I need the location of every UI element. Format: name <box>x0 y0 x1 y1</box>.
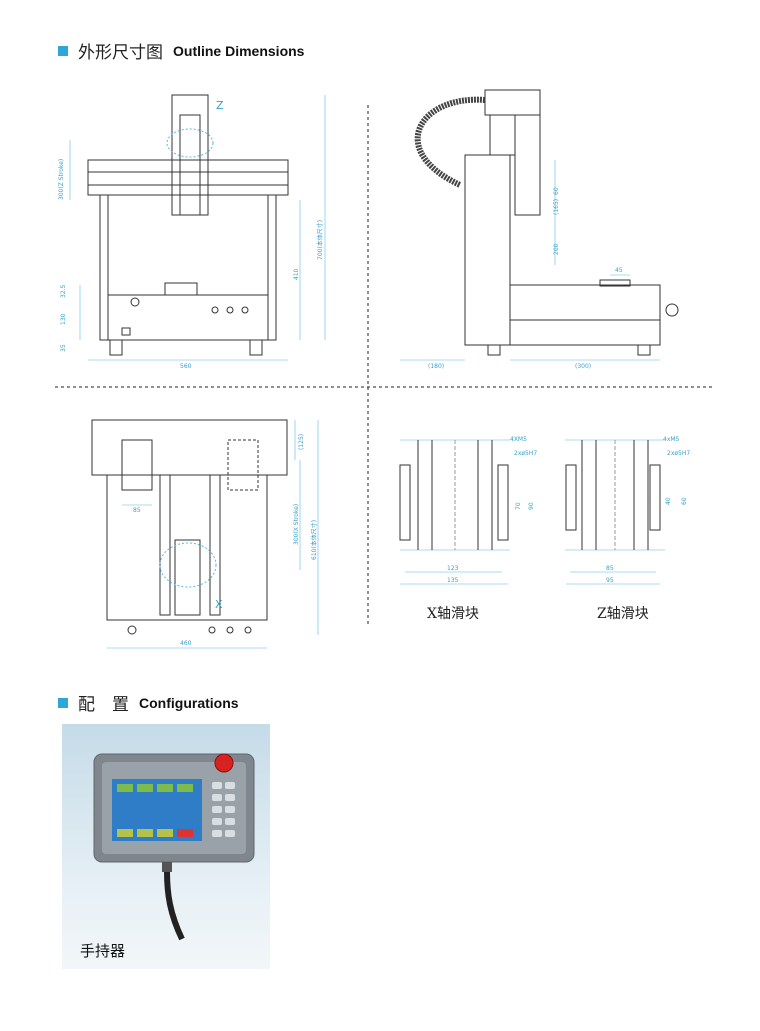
side-dim-60: 60 <box>553 187 560 195</box>
z-axis-label: Z <box>216 99 224 112</box>
x-slider-dim-4xm5: 4XM5 <box>510 436 527 443</box>
cable-chain <box>414 96 486 188</box>
z-slider-dim-40: 40 <box>665 497 672 505</box>
x-slider-dim-135: 135 <box>447 577 459 584</box>
side-view: 60 (165) 200 45 (180) (300) <box>400 89 679 370</box>
x-slider-caption: X轴滑块 <box>427 606 479 622</box>
x-slider-drawing: 4XM5 2xø5H7 70 90 123 135 <box>399 436 537 585</box>
side-dim-165: (165) <box>553 199 560 215</box>
top-view: X (125) 300(X Stroke) 610(本体尺寸) 85 460 <box>91 419 319 649</box>
z-slider-drawing: 4xM5 2xø5H7 40 60 85 95 <box>565 436 690 585</box>
pendant-label: 手持器 <box>80 942 126 960</box>
x-slider-dim-pin: 2xø5H7 <box>514 450 537 457</box>
top-dim-460: 460 <box>180 640 192 647</box>
front-dim-410: 410 <box>293 268 300 280</box>
pendant-photo: 手持器 <box>62 724 270 969</box>
side-dim-45: 45 <box>615 267 623 274</box>
z-slider-dim-pin: 2xø5H7 <box>667 450 690 457</box>
front-dim-z-stroke: 300(Z Stroke) <box>58 159 65 200</box>
z-slider-dim-4xm5: 4xM5 <box>663 436 680 443</box>
front-dim-560: 560 <box>180 363 192 370</box>
teach-pendant-image <box>93 753 255 941</box>
config-title-cn: 配 置 <box>78 695 129 715</box>
side-dim-180: (180) <box>428 363 444 370</box>
top-dim-x-stroke: 300(X Stroke) <box>293 504 300 545</box>
x-slider-dim-70: 70 <box>515 502 522 510</box>
side-dim-300: (300) <box>575 363 591 370</box>
outline-title-en: Outline Dimensions <box>173 42 305 59</box>
side-dim-200: 200 <box>553 243 560 255</box>
front-dim-32-5: 32.5 <box>60 284 67 298</box>
z-slider-caption: Z轴滑块 <box>597 606 649 622</box>
section-config-title: 配 置 Configurations <box>58 690 239 715</box>
x-slider-dim-90: 90 <box>528 502 535 510</box>
x-axis-label: X <box>215 598 223 611</box>
z-slider-dim-60: 60 <box>681 497 688 505</box>
top-dim-body: 610(本体尺寸) <box>310 520 318 560</box>
front-dim-body: 700(本体尺寸) <box>316 220 324 260</box>
emergency-stop-icon <box>214 753 234 773</box>
x-slider-dim-123: 123 <box>447 565 459 572</box>
top-dim-85: 85 <box>133 507 141 514</box>
z-slider-dim-85: 85 <box>606 565 614 572</box>
top-dim-125: (125) <box>298 434 305 450</box>
outline-title-cn: 外形尺寸图 <box>78 43 163 63</box>
front-dim-130: 130 <box>60 313 67 325</box>
section-bullet-icon <box>58 697 68 708</box>
z-slider-dim-95: 95 <box>606 577 614 584</box>
config-title-en: Configurations <box>139 694 239 711</box>
front-dim-35: 35 <box>60 344 67 352</box>
section-bullet-icon <box>58 45 68 56</box>
section-outline-title: 外形尺寸图 Outline Dimensions <box>58 38 304 63</box>
front-view: Z 300(Z Stroke) 410 700(本体尺寸) 32.5 130 3… <box>58 94 326 370</box>
